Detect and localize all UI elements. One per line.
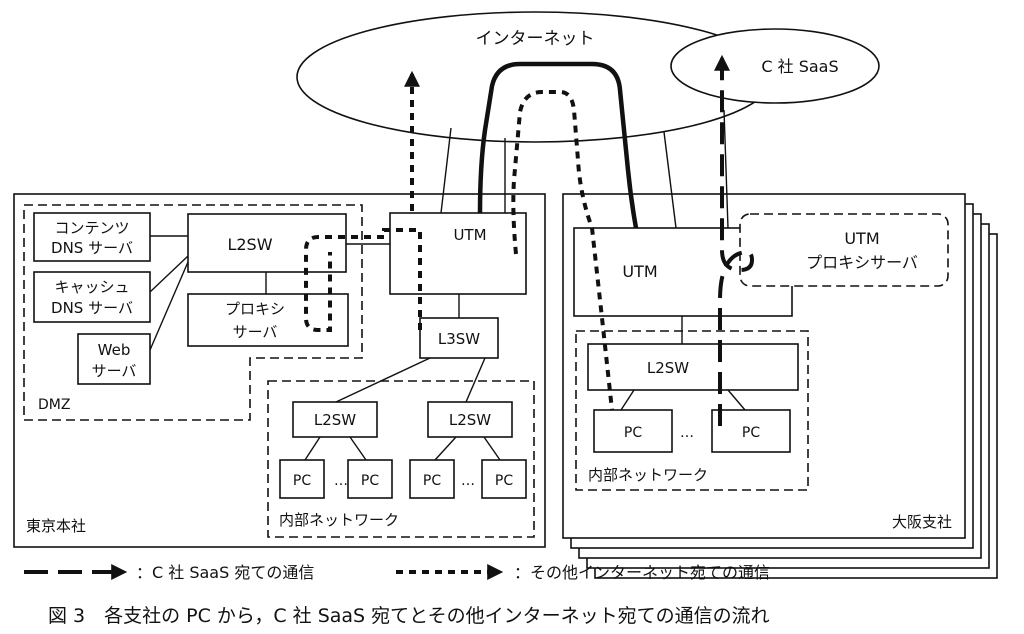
tokyo-internal-zone — [267, 380, 535, 538]
tokyo-pc-1: PC — [279, 459, 325, 499]
svg-text:DNS サーバ: DNS サーバ — [51, 299, 133, 317]
svg-text:UTM: UTM — [453, 226, 486, 244]
osaka-pc-ellipsis: … — [680, 425, 694, 441]
svg-text:L2SW: L2SW — [227, 235, 272, 254]
dmz-zone — [23, 204, 363, 421]
saas-label: C 社 SaaS — [761, 57, 838, 76]
svg-text:サーバ: サーバ — [233, 323, 278, 341]
tokyo-internal-network-label: 内部ネットワーク — [279, 511, 399, 529]
internet-label: インターネット — [476, 29, 595, 49]
svg-text:プロキシサーバ: プロキシサーバ — [806, 253, 918, 272]
svg-text:サーバ: サーバ — [92, 362, 137, 380]
svg-text:PC: PC — [624, 425, 642, 441]
tokyo-other-flow-a — [304, 228, 422, 332]
osaka-pc-2: PC — [711, 409, 791, 453]
tokyo-pc-3: PC — [409, 459, 455, 499]
svg-text:キャッシュ: キャッシュ — [54, 278, 129, 296]
tokyo-osaka-solid-flow — [477, 61, 639, 229]
tokyo-l3sw: L3SW — [419, 317, 499, 359]
osaka-internal-zone — [575, 330, 809, 491]
contents-dns-server: コンテンツ DNS サーバ — [33, 212, 151, 262]
osaka-utm-uplink-1 — [663, 131, 677, 229]
tokyo-pc-2: PC — [347, 459, 393, 499]
web-server: Web サーバ — [77, 333, 151, 385]
osaka-utm-proxy: UTM プロキシサーバ — [739, 213, 949, 287]
osaka-label: 大阪支社 — [892, 513, 952, 531]
osaka-pc-1: PC — [593, 409, 673, 453]
tokyo-l2sw-left: L2SW — [292, 401, 378, 438]
svg-text:UTM: UTM — [622, 262, 657, 281]
tokyo-pc-4: PC — [481, 459, 527, 499]
svg-text:PC: PC — [293, 473, 311, 489]
svg-text:L2SW: L2SW — [449, 411, 491, 429]
svg-text:PC: PC — [423, 473, 441, 489]
tokyo-utm-uplink-1 — [440, 127, 452, 214]
svg-text:：C 社 SaaS 宛ての通信: ：C 社 SaaS 宛ての通信 — [136, 563, 314, 582]
tokyo-utm: UTM — [389, 212, 527, 295]
tokyo-label: 東京本社 — [26, 517, 86, 535]
figure-caption: 図 3 各支社の PC から，C 社 SaaS 宛てとその他インターネット宛ての… — [48, 605, 770, 627]
dmz-l2sw: L2SW — [187, 213, 347, 273]
tokyo-l2sw-right: L2SW — [427, 401, 513, 438]
legend-saas: ：C 社 SaaS 宛ての通信 — [24, 563, 314, 582]
saas-cloud: C 社 SaaS — [670, 28, 880, 104]
proxy-server: プロキシ サーバ — [187, 293, 349, 347]
osaka-saas-flow — [714, 54, 755, 426]
dmz-label: DMZ — [38, 397, 70, 413]
svg-text:Web: Web — [98, 341, 131, 359]
tokyo-pc-ellipsis-right: … — [461, 473, 475, 489]
svg-text:L2SW: L2SW — [647, 359, 689, 377]
osaka-l2sw: L2SW — [587, 343, 799, 391]
tokyo-pc-ellipsis-left: … — [334, 473, 348, 489]
osaka-internal-network-label: 内部ネットワーク — [588, 466, 708, 484]
svg-text:UTM: UTM — [844, 229, 879, 248]
svg-text:PC: PC — [742, 425, 760, 441]
svg-text:：その他インターネット宛ての通信: ：その他インターネット宛ての通信 — [514, 563, 770, 582]
cache-dns-server: キャッシュ DNS サーバ — [33, 271, 151, 323]
svg-text:PC: PC — [361, 473, 379, 489]
svg-text:コンテンツ: コンテンツ — [54, 219, 129, 237]
svg-text:L2SW: L2SW — [314, 411, 356, 429]
legend-other: ：その他インターネット宛ての通信 — [396, 563, 770, 582]
svg-text:PC: PC — [495, 473, 513, 489]
svg-text:プロキシ: プロキシ — [225, 300, 285, 318]
svg-text:DNS サーバ: DNS サーバ — [51, 239, 133, 257]
osaka-other-flow — [511, 90, 614, 411]
svg-text:L3SW: L3SW — [438, 330, 480, 348]
osaka-utm-uplink-2 — [723, 109, 729, 229]
